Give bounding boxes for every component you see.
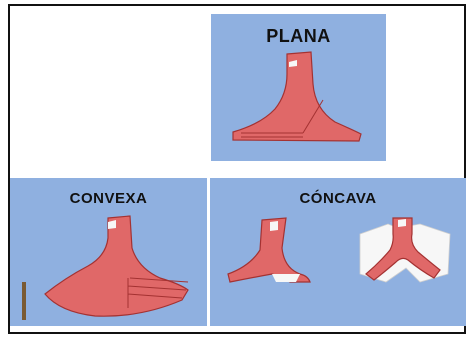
panel-plana: PLANA [211,14,386,161]
plana-shape-illustration [211,14,386,161]
figure-frame: PLANA CONVEXA CÓNCAVA [8,4,466,334]
convexa-shape-illustration [10,178,207,326]
panel-concava: CÓNCAVA [210,178,466,326]
concava-shape-illustration [210,178,466,326]
edge-mark [22,282,26,320]
panel-convexa: CONVEXA [10,178,207,326]
